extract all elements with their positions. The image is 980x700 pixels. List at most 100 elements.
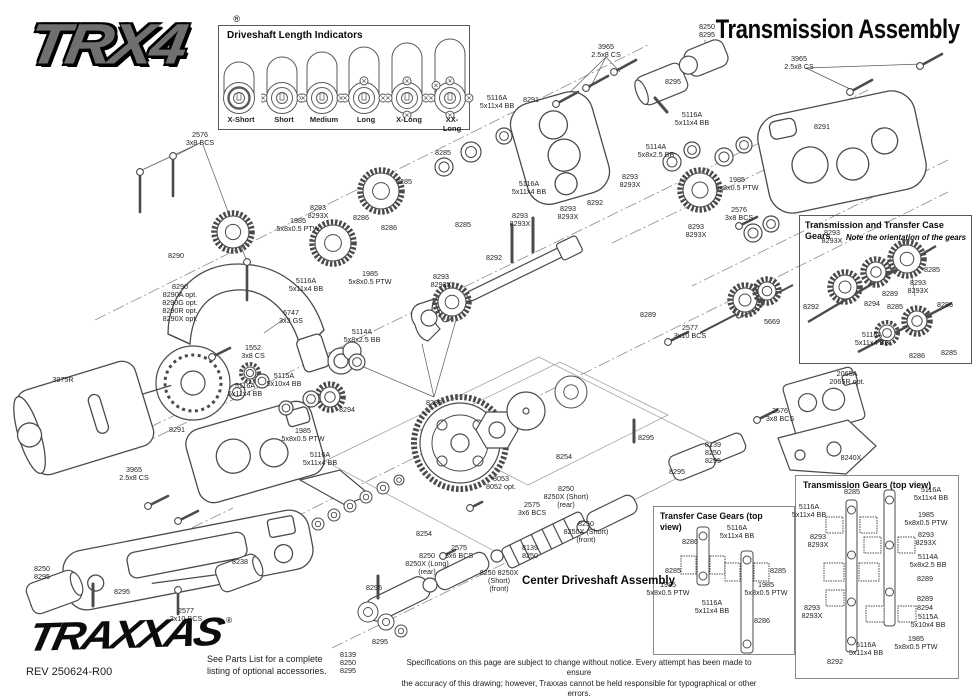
driveshaft-cup-art bbox=[383, 42, 431, 120]
transfer-case-top-view-box: Transfer Case Gears (top view) bbox=[653, 506, 795, 655]
part-label: 8291 bbox=[169, 425, 185, 434]
washer-shape bbox=[376, 481, 390, 495]
traxxas-logo-text: TRAXXAS bbox=[24, 610, 226, 661]
part-label: 8294 bbox=[339, 405, 355, 414]
part-label: 8286 bbox=[909, 351, 925, 360]
part-label: 8295 bbox=[665, 77, 681, 86]
part-label: 8293 8293X bbox=[821, 228, 843, 246]
transfer-box-title: Transfer Case Gears (top view) bbox=[660, 511, 763, 533]
part-label: 5115A 5x10x4 BB bbox=[910, 612, 946, 630]
part-label: 3965 2.5x8 CS bbox=[591, 42, 621, 60]
part-label: 8238 bbox=[232, 557, 248, 566]
gear-shape bbox=[211, 210, 255, 254]
part-label: 1985 5x8x0.5 PTW bbox=[744, 580, 788, 598]
right-case-8291 bbox=[757, 90, 927, 214]
part-label: 5114A 5x8x2.5 BB bbox=[909, 552, 947, 570]
part-label: 8285 bbox=[844, 487, 860, 496]
parts-list-note-line1: See Parts List for a complete bbox=[207, 654, 323, 664]
shafts-and-cups bbox=[25, 39, 794, 622]
part-label: 8053 8052 opt. bbox=[486, 474, 516, 492]
part-label: 2575 3x6 BCS bbox=[444, 543, 474, 561]
motor-plate bbox=[155, 345, 231, 421]
driveshaft-cup-x-short bbox=[218, 38, 264, 123]
part-label: 1985 5x8x0.5 PTW bbox=[894, 634, 938, 652]
part-label: 8139 8250 bbox=[522, 543, 538, 561]
part-label: 8250 8250X (Short) (front) bbox=[479, 568, 519, 594]
part-label: 8254 bbox=[416, 529, 432, 538]
part-label: 3975R bbox=[52, 375, 74, 384]
bearing-shape bbox=[460, 141, 482, 163]
part-label: 8293 8293X bbox=[685, 222, 707, 240]
part-label: 8285 bbox=[665, 566, 681, 575]
part-label: 8139 8250 8295 bbox=[340, 650, 356, 676]
driveshaft-cup-xx-long bbox=[426, 38, 475, 123]
transmission-box-title: Transmission Gears (top view) bbox=[803, 480, 932, 491]
part-label: 3965 2.5x8 CS bbox=[784, 54, 814, 72]
part-label: 8286 bbox=[381, 223, 397, 232]
bearing-shape bbox=[495, 127, 513, 145]
driveshaft-length-label: X-Short bbox=[227, 115, 255, 124]
bearing-shape bbox=[278, 400, 294, 416]
washer-shape bbox=[343, 499, 357, 513]
gear-shape bbox=[314, 381, 346, 413]
part-label: 8293 8293X bbox=[619, 172, 641, 190]
part-label: 1985 5x8x0.5 PTW bbox=[904, 510, 948, 528]
bearing-shape bbox=[714, 147, 734, 167]
part-label: 8250 8295 bbox=[699, 22, 715, 40]
part-label: 8285 bbox=[455, 220, 471, 229]
revision-number: REV 250624-R00 bbox=[26, 666, 113, 678]
washer-shape bbox=[394, 624, 408, 638]
motor-3975r bbox=[13, 360, 172, 476]
part-label: 8289 bbox=[917, 594, 933, 603]
screw-shape bbox=[584, 74, 610, 90]
part-label: 1985 5x8x0.5 PTW bbox=[348, 269, 392, 287]
screw-shape bbox=[554, 90, 580, 106]
part-label: 5116A 5x11x4 BB bbox=[848, 640, 884, 658]
part-label: 8295 bbox=[638, 433, 654, 442]
gear-shape bbox=[357, 167, 405, 215]
washer-shape bbox=[393, 474, 405, 486]
part-label: 8286 bbox=[682, 537, 698, 546]
part-label: 8295 bbox=[669, 467, 685, 476]
gear-shape bbox=[860, 256, 892, 288]
part-label: 8292 bbox=[827, 657, 843, 666]
gear-shape bbox=[887, 239, 927, 279]
part-label: 8293 8293X bbox=[509, 211, 531, 229]
transmission-top-art bbox=[823, 489, 917, 653]
part-label: 8294 bbox=[864, 299, 880, 308]
part-label: 5116A 5x11x4 BB bbox=[227, 381, 263, 399]
bearing-shape bbox=[662, 152, 682, 172]
servo-2065a bbox=[782, 366, 866, 438]
gear-shape bbox=[901, 305, 933, 337]
bearing-shape bbox=[228, 383, 246, 401]
gear-shape bbox=[677, 167, 723, 213]
part-label: 8285 bbox=[887, 302, 903, 311]
part-label: 1985 5x8x0.5 PTW bbox=[646, 580, 690, 598]
generated-parts-art bbox=[91, 52, 944, 638]
part-label: 8286 bbox=[754, 616, 770, 625]
part-label: 8289 bbox=[917, 574, 933, 583]
part-label: 8294 bbox=[917, 603, 933, 612]
gear-shape bbox=[239, 362, 261, 384]
part-label: 1985 5x8x0.5 PTW bbox=[715, 175, 759, 193]
part-label: 2575 3x6 BCS bbox=[517, 500, 547, 518]
driveshaft-cup-art bbox=[298, 51, 346, 114]
screw-shape bbox=[918, 52, 944, 68]
gear-shape bbox=[827, 269, 863, 305]
driveshaft-length-label: Medium bbox=[309, 115, 339, 124]
washer-shape bbox=[377, 613, 395, 631]
part-label: 8285 bbox=[770, 566, 786, 575]
part-label: 5114A 5x8x2.5 BB bbox=[343, 327, 381, 345]
part-label: 5114A 5x8x2.5 BB bbox=[637, 142, 675, 160]
part-label: 5116A 5x11x4 BB bbox=[694, 598, 730, 616]
washer-shape bbox=[311, 517, 325, 531]
part-label: 8292 bbox=[486, 253, 502, 262]
part-label: 3965 2.5x8 CS bbox=[119, 465, 149, 483]
part-label: 5116A 5x11x4 BB bbox=[302, 450, 338, 468]
parts-list-note-line2: listing of optional accessories. bbox=[207, 666, 327, 677]
part-label: 8291 bbox=[814, 122, 830, 131]
ttc-box-title: Transmission and Transfer Case Gears bbox=[805, 220, 944, 242]
part-label: 8292 bbox=[803, 302, 819, 311]
